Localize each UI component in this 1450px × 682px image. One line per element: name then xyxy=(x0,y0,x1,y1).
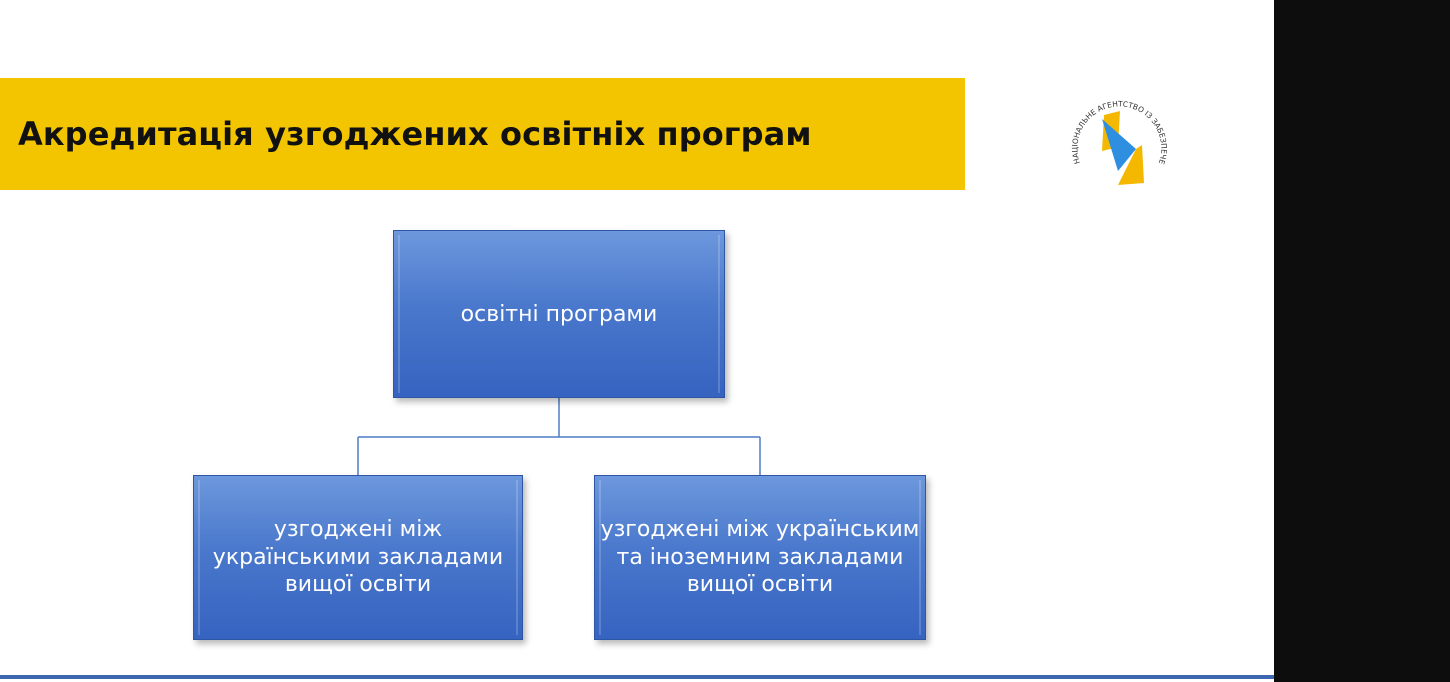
black-side-bar xyxy=(1274,0,1450,682)
node-root-label: освітні програми xyxy=(460,301,658,327)
slide: Акредитація узгоджених освітніх програм … xyxy=(0,78,1274,679)
slide-title: Акредитація узгоджених освітніх програм xyxy=(18,115,812,153)
node-root: освітні програми xyxy=(393,230,725,398)
bottom-rule xyxy=(0,675,1274,679)
node-child-ukrainian-label: узгоджені між українськими закладами вищ… xyxy=(212,517,504,598)
agency-logo: НАЦІОНАЛЬНЕ АГЕНТСТВО ІЗ ЗАБЕЗПЕЧЕННЯ ЯК… xyxy=(1058,93,1168,185)
node-child-foreign-label: узгоджені між українським та іноземним з… xyxy=(600,517,920,598)
node-child-foreign: узгоджені між українським та іноземним з… xyxy=(594,475,926,640)
logo-blue-shape xyxy=(1102,119,1136,171)
title-band: Акредитація узгоджених освітніх програм xyxy=(0,78,965,190)
logo-yellow-shape-lower xyxy=(1118,145,1144,185)
node-child-ukrainian: узгоджені між українськими закладами вищ… xyxy=(193,475,523,640)
